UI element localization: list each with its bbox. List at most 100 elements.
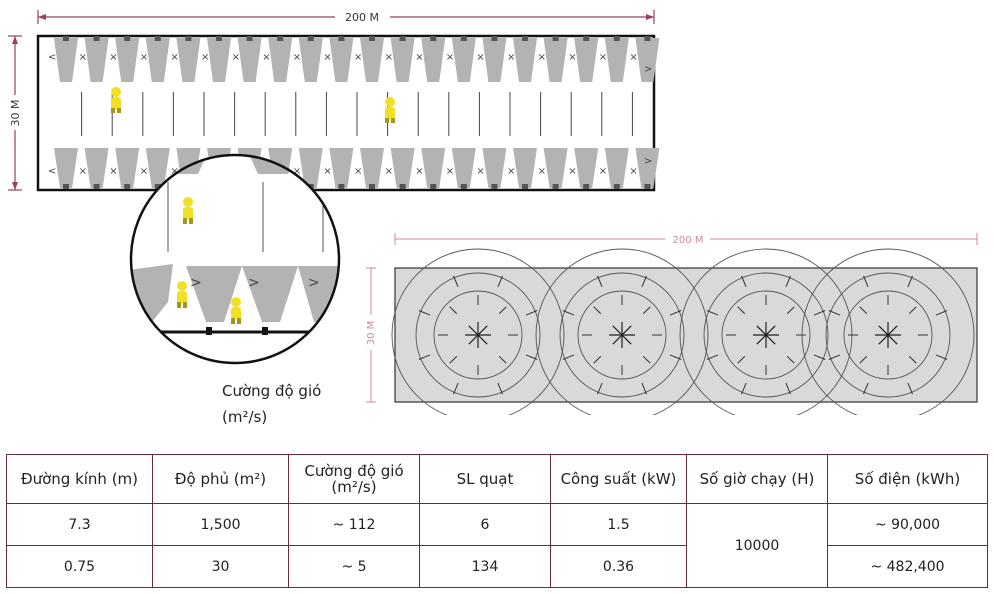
large-fan [535, 248, 709, 415]
caption-line2: (m²/s) [222, 408, 268, 426]
width-label: 200 M [345, 11, 379, 24]
small-fan-top [635, 36, 660, 82]
wind-intensity-caption: Cường độ gió (m²/s) [222, 378, 321, 430]
svg-text:>: > [248, 275, 260, 291]
small-fan-bottom [543, 148, 568, 189]
svg-text:×: × [323, 52, 331, 63]
cell-coverage: 1,500 [152, 503, 289, 546]
small-fan-top [451, 36, 476, 82]
small-fan-bottom [421, 148, 446, 189]
svg-text:×: × [446, 52, 454, 63]
small-fan-bottom [329, 148, 354, 189]
table-row: 7.3 1,500 ~ 112 6 1.5 10000 ~ 90,000 [6, 503, 988, 588]
small-fan-top [329, 36, 354, 82]
svg-text:×: × [140, 52, 148, 63]
small-fan-top [543, 36, 568, 82]
fan-comparison-table: Đường kính (m) Độ phủ (m²) Cường độ gió … [6, 454, 988, 588]
small-fan-bottom [84, 148, 109, 189]
cell-energy: ~ 482,400 [827, 545, 988, 588]
large-fans [391, 248, 975, 415]
svg-text:>: > [308, 275, 320, 291]
svg-text:×: × [354, 52, 362, 63]
small-fan-top [176, 36, 201, 82]
small-fan-top [574, 36, 599, 82]
svg-text:×: × [170, 52, 178, 63]
small-fan-top [360, 36, 384, 82]
small-fan-top [115, 36, 140, 82]
small-fan-bottom [574, 148, 599, 189]
small-fan-bottom [390, 148, 415, 189]
small-fan-top [482, 36, 507, 82]
small-fan-top [207, 36, 231, 82]
cell-fan-count: 6 [419, 503, 551, 546]
table-row: 0.75 30 ~ 5 134 0.36 ~ 482,400 [6, 545, 988, 588]
small-fan-bottom [635, 148, 660, 189]
svg-text:×: × [385, 166, 393, 177]
worker-icon [111, 87, 121, 113]
cell-diameter: 0.75 [6, 545, 153, 588]
cell-energy: ~ 90,000 [827, 503, 988, 546]
svg-text:<: < [48, 52, 56, 63]
small-fan-top [421, 36, 446, 82]
svg-text:×: × [232, 52, 240, 63]
height-label: 30 M [9, 100, 22, 127]
cell-wind-intensity: ~ 5 [288, 545, 420, 588]
small-fan-top [54, 36, 78, 82]
svg-text:>: > [644, 156, 652, 167]
header-coverage: Độ phủ (m²) [152, 454, 289, 504]
cell-run-hours: 10000 [686, 503, 828, 588]
svg-text:×: × [446, 166, 454, 177]
svg-text:×: × [538, 166, 546, 177]
header-power: Công suất (kW) [550, 454, 687, 504]
small-fan-top [84, 36, 109, 82]
small-fan-bottom [451, 148, 476, 189]
cell-power: 1.5 [550, 503, 687, 546]
svg-text:×: × [476, 166, 484, 177]
top-fan-rows: <<××××××××××××××××××××××××××××××××××××××… [48, 36, 660, 189]
svg-text:×: × [599, 52, 607, 63]
svg-text:×: × [109, 52, 117, 63]
svg-text:×: × [323, 166, 331, 177]
worker-icon [183, 197, 193, 224]
header-energy: Số điện (kWh) [827, 454, 988, 504]
small-fan-bottom [54, 148, 78, 189]
svg-text:×: × [170, 166, 178, 177]
large-fan [801, 248, 975, 415]
svg-text:×: × [507, 166, 515, 177]
header-fan-count: SL quạt [419, 454, 551, 504]
svg-text:×: × [79, 52, 87, 63]
svg-text:×: × [629, 52, 637, 63]
bottom-height-label: 30 M [366, 321, 377, 346]
small-fan-bottom [360, 148, 384, 189]
large-fan-layout-diagram: 200 M 30 M [366, 233, 978, 415]
small-fan-bottom [513, 148, 537, 189]
small-fan-top [513, 36, 537, 82]
header-wind-intensity: Cường độ gió (m²/s) [288, 454, 420, 504]
small-fan-top [298, 36, 323, 82]
small-fan-bottom [145, 148, 170, 189]
svg-text:×: × [109, 166, 117, 177]
height-dimension [8, 35, 22, 191]
width-dimension [37, 10, 655, 24]
svg-text:×: × [476, 52, 484, 63]
svg-text:×: × [293, 52, 301, 63]
svg-text:>: > [190, 275, 202, 291]
header-run-hours: Số giờ chạy (H) [686, 454, 828, 504]
svg-text:×: × [293, 166, 301, 177]
svg-text:×: × [629, 166, 637, 177]
svg-text:×: × [568, 52, 576, 63]
svg-text:×: × [415, 166, 423, 177]
svg-text:×: × [262, 52, 270, 63]
cell-diameter: 7.3 [6, 503, 153, 546]
large-fan [391, 248, 565, 415]
caption-line1: Cường độ gió [222, 382, 322, 400]
svg-text:<: < [48, 166, 56, 177]
svg-text:×: × [79, 166, 87, 177]
cell-wind-intensity: ~ 112 [288, 503, 420, 546]
bottom-width-label: 200 M [673, 235, 704, 246]
svg-text:×: × [385, 52, 393, 63]
worker-icon [231, 297, 241, 324]
svg-text:×: × [568, 166, 576, 177]
worker-icon [177, 281, 187, 308]
